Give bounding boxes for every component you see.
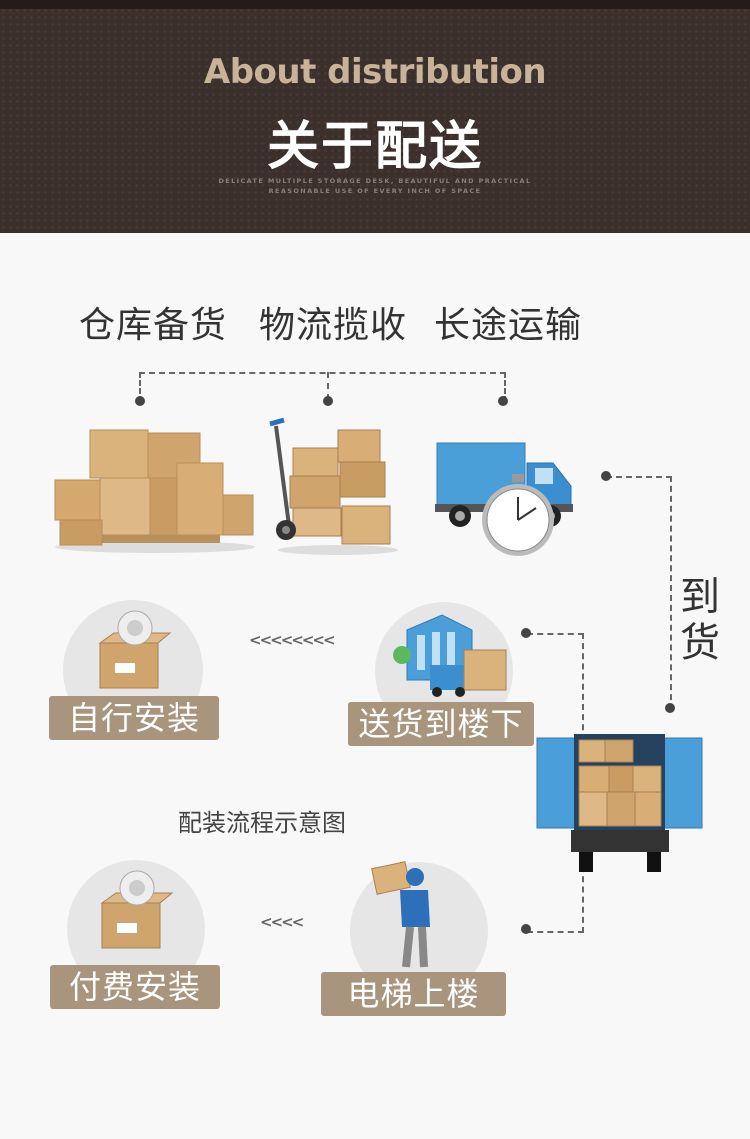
package-parts-icon — [100, 870, 174, 949]
hand-truck-icon — [269, 417, 398, 555]
title-cn: 关于配送 — [266, 117, 483, 177]
warehouse-boxes-icon — [54, 429, 255, 553]
self-install-label: 自行安装 — [49, 696, 219, 740]
arrival-label: 到 货 — [677, 574, 723, 666]
flow-arrows: <<<< — [260, 913, 304, 931]
subtitle-line2: REASONABLE USE OF EVERY INCH OF SPACE — [268, 187, 482, 195]
paid-install-label: 付费安装 — [50, 965, 220, 1009]
step-transport: 长途运输 — [434, 305, 583, 346]
arrival-char: 到 — [680, 574, 720, 620]
open-truck-icon — [536, 734, 703, 872]
connector-dot — [601, 471, 611, 481]
flow-caption: 配装流程示意图 — [178, 809, 346, 837]
building-icon — [393, 614, 507, 697]
connector-dot — [135, 396, 145, 406]
step-warehouse: 仓库备货 — [79, 305, 228, 346]
package-parts-icon — [98, 610, 172, 689]
courier-icon — [371, 861, 430, 968]
header-banner: About distribution 关于配送 DELICATE MULTIPL… — [0, 0, 750, 233]
arrival-char: 货 — [680, 620, 720, 666]
connector-dot — [498, 396, 508, 406]
header-top-strip — [0, 0, 750, 9]
arrival-connector — [606, 476, 672, 710]
title-en: About distribution — [203, 52, 547, 92]
subtitle-line1: DELICATE MULTIPLE STORAGE DESK, BEAUTIFU… — [218, 177, 532, 185]
flow-arrows: <<<<<<<< — [249, 631, 336, 649]
top-connector-mid — [327, 372, 329, 400]
connector-dot — [665, 703, 675, 713]
step-pickup: 物流揽收 — [259, 305, 408, 346]
connector-dot — [521, 628, 531, 638]
elevator-upstairs-label: 电梯上楼 — [321, 972, 506, 1016]
connector-dot — [521, 924, 531, 934]
deliver-downstairs-label: 送货到楼下 — [348, 702, 534, 746]
connector-dot — [323, 396, 333, 406]
stopwatch-icon — [482, 474, 554, 556]
top-connector — [139, 372, 506, 402]
